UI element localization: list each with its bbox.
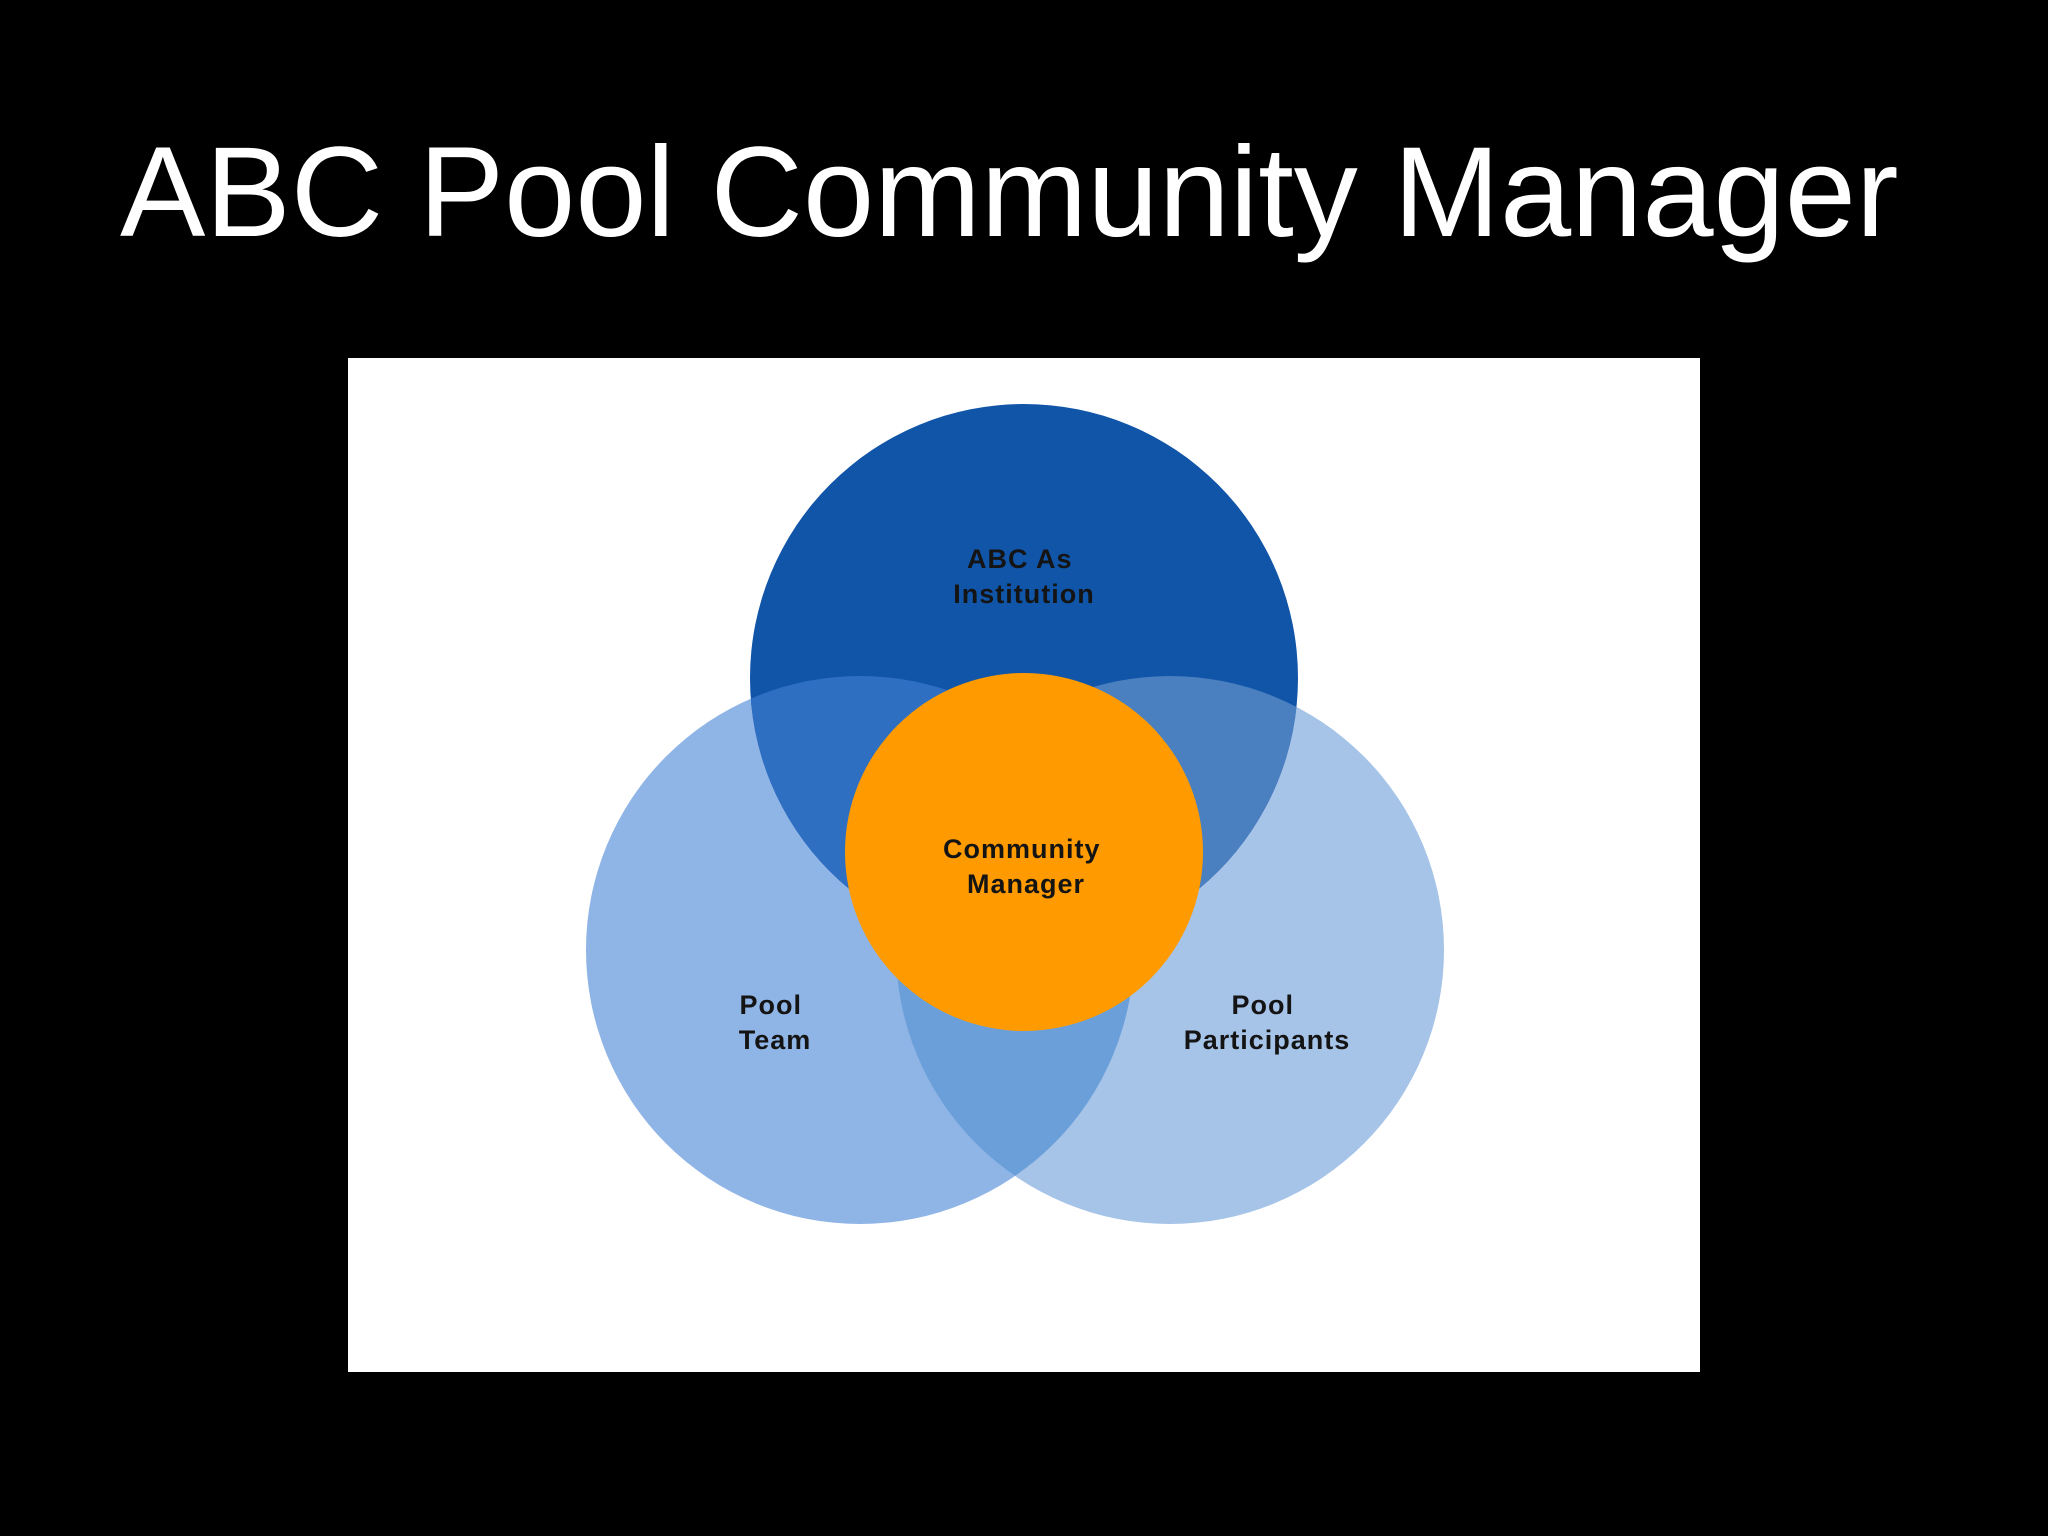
label-pool-team: Pool Team xyxy=(739,990,812,1055)
label-pool-participants: Pool Participants xyxy=(1184,990,1351,1055)
label-pool-participants-line-1: Pool xyxy=(1231,990,1294,1020)
label-abc-institution: ABC As Institution xyxy=(953,544,1094,609)
label-community-manager-line-1: Community xyxy=(943,834,1101,864)
label-abc-institution-line-1: ABC As xyxy=(967,544,1073,574)
label-community-manager-line-2: Manager xyxy=(967,869,1085,899)
label-community-manager: Community Manager xyxy=(943,834,1109,899)
label-pool-team-line-2: Team xyxy=(739,1025,812,1055)
label-pool-participants-line-2: Participants xyxy=(1184,1025,1351,1055)
venn-diagram: ABC As Institution Community Manager Poo… xyxy=(586,404,1444,1224)
label-abc-institution-line-2: Institution xyxy=(953,579,1094,609)
label-pool-team-line-1: Pool xyxy=(739,990,802,1020)
slide-title: ABC Pool Community Manager xyxy=(120,121,1899,264)
diagram-panel: ABC As Institution Community Manager Poo… xyxy=(348,358,1700,1372)
circle-community-manager xyxy=(845,673,1203,1031)
